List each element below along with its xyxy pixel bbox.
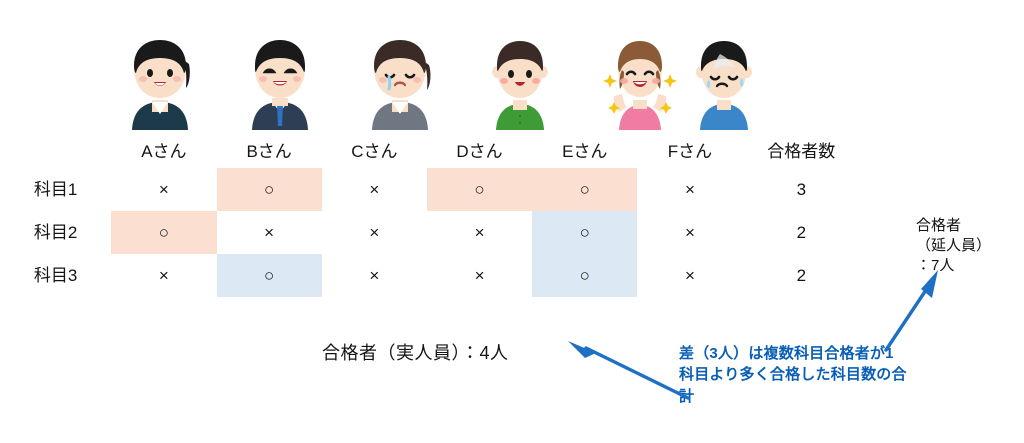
table-row: 科目3 × ○ × × ○ × 2: [0, 254, 860, 297]
cell-subject1-a: ×: [158, 180, 169, 199]
corner-header: [0, 134, 111, 168]
cell-subject2-d: ×: [474, 223, 485, 242]
avatar-f: [676, 34, 772, 130]
cell-subject2-e: ○: [532, 211, 638, 254]
avatar-b: [232, 34, 328, 130]
cell-subject2-c: ×: [369, 223, 380, 242]
cumulative-headcount-line2: （延人員）: [916, 236, 992, 254]
cell-subject3-total: 2: [796, 266, 807, 285]
cumulative-headcount-line1: 合格者: [916, 217, 962, 234]
cell-subject1-b: ○: [216, 168, 322, 211]
cell-subject1-total: 3: [796, 180, 807, 199]
cell-subject2-b: ×: [264, 223, 275, 242]
woman-crying-suit-icon: [372, 40, 431, 130]
table-row: 科目2 ○ × × × ○ × 2: [0, 211, 860, 254]
cell-subject2-f: ×: [685, 223, 695, 242]
cell-subject1-c: ×: [369, 180, 380, 199]
cell-subject3-d: ×: [474, 266, 485, 285]
avatar-c: [352, 34, 448, 130]
row-label-subject2: 科目2: [33, 223, 78, 242]
cell-subject1-d: ○: [426, 168, 533, 211]
cell-subject3-a: ×: [158, 266, 169, 285]
column-header-f: Fさん: [667, 141, 713, 161]
cell-subject3-f: ×: [685, 266, 695, 285]
cell-subject2-total: 2: [796, 223, 807, 242]
boy-smiling-green-icon: [492, 41, 548, 130]
avatar-a: [112, 34, 208, 130]
arrow-to-actual-headcount-icon: [568, 341, 690, 400]
actual-headcount-caption: 合格者（実人員）：4人: [322, 343, 509, 363]
avatar-row: [0, 34, 1024, 130]
row-label-subject1: 科目1: [33, 180, 78, 199]
column-header-b: Bさん: [246, 141, 292, 161]
cell-subject1-e: ○: [532, 168, 638, 211]
column-header-e: Eさん: [562, 141, 608, 161]
row-label-subject3: 科目3: [33, 266, 78, 285]
girl-cheering-pink-icon: [603, 41, 677, 130]
man-laughing-suit-icon: [252, 40, 308, 130]
cell-subject2-a: ○: [111, 211, 217, 254]
difference-explanation-note: 差（3人）は複数科目合格者が1科目より多く合格した科目数の合計: [679, 345, 907, 405]
cell-subject3-c: ×: [369, 266, 380, 285]
woman-smiling-suit-icon: [132, 40, 190, 130]
avatar-e: [592, 34, 688, 130]
table-row: 科目1 × ○ × ○ ○ × 3: [0, 168, 860, 211]
column-header-d: Dさん: [456, 141, 503, 161]
cell-subject3-e: ○: [532, 254, 638, 297]
arrow-to-cumulative-headcount-icon: [884, 270, 938, 352]
cell-subject1-f: ×: [685, 180, 695, 199]
cumulative-headcount-label: 合格者 （延人員） ：7人: [916, 216, 991, 275]
column-header-total: 合格者数: [767, 141, 836, 161]
column-header-c: Cさん: [351, 141, 398, 161]
table-header-row: Aさん Bさん Cさん Dさん Eさん Fさん 合格者数: [0, 134, 860, 168]
avatar-d: [472, 34, 568, 130]
cumulative-headcount-line3: ：7人: [916, 256, 955, 274]
column-header-a: Aさん: [141, 141, 187, 161]
cell-subject3-b: ○: [216, 254, 322, 297]
results-table: Aさん Bさん Cさん Dさん Eさん Fさん 合格者数 科目1 × ○ × ○…: [0, 134, 860, 297]
boy-sweating-blue-icon: [696, 41, 752, 130]
